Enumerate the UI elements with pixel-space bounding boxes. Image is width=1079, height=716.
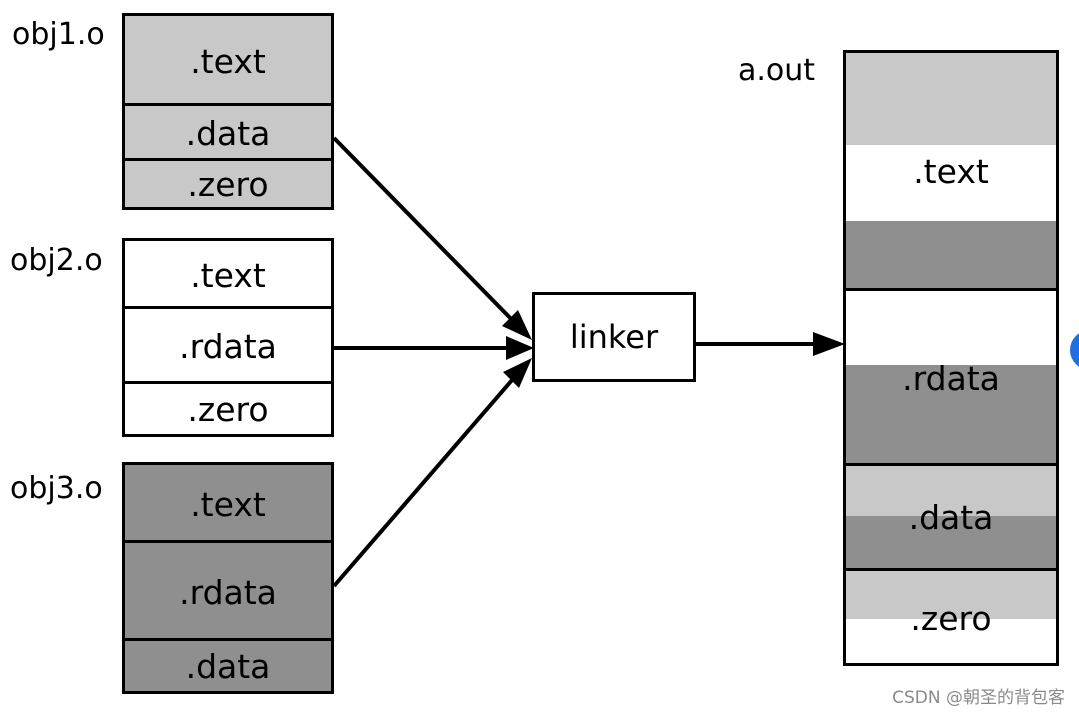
arrow-obj3-to-linker [332, 370, 521, 588]
aout-box: .text .rdata .data .zero [843, 50, 1059, 666]
aout-divider-1 [846, 288, 1056, 291]
aout-text-band-obj1 [846, 53, 1056, 145]
aout-text-band-obj3 [846, 221, 1056, 289]
aout-divider-3 [846, 568, 1056, 571]
aout-rdata-band-obj3 [846, 365, 1056, 464]
obj1-label: obj1.o [12, 17, 105, 52]
arrow-obj1-to-linker [332, 136, 521, 329]
obj1-text-label: .text [190, 41, 266, 81]
obj2-zero-label: .zero [187, 389, 269, 429]
obj2-label: obj2.o [10, 243, 103, 278]
linker-box: linker [532, 292, 696, 382]
aout-label: a.out [738, 53, 816, 88]
aout-data-label: .data [908, 498, 994, 537]
obj2-rdata-label: .rdata [179, 327, 277, 366]
obj3-data-label: .data [185, 646, 271, 686]
obj1-zero-label: .zero [187, 164, 269, 204]
aout-text-band-obj2 [846, 145, 1056, 221]
obj1-data-section: .data [125, 103, 331, 161]
obj3-label: obj3.o [10, 471, 103, 506]
obj1-box: .text .data .zero [122, 13, 334, 210]
obj3-text-label: .text [190, 484, 266, 524]
linker-label: linker [569, 318, 659, 356]
obj3-box: .text .rdata .data [122, 462, 334, 694]
aout-divider-2 [846, 463, 1056, 466]
obj1-text-section: .text [125, 16, 331, 106]
obj2-zero-section: .zero [125, 381, 331, 434]
aout-data-band-obj3 [846, 516, 1056, 568]
watermark: CSDN @朝圣的背包客 [892, 688, 1065, 708]
obj2-text-section: .text [125, 241, 331, 309]
aout-text-label: .text [913, 152, 989, 191]
floating-action-icon[interactable] [1070, 330, 1079, 370]
aout-data-band-obj1 [846, 466, 1056, 516]
aout-rdata-band-obj2 [846, 291, 1056, 365]
aout-zero-band-obj2 [846, 619, 1056, 663]
obj3-data-section: .data [125, 638, 331, 691]
obj3-text-section: .text [125, 465, 331, 543]
obj1-zero-section: .zero [125, 158, 331, 207]
arrowhead-obj1 [502, 310, 532, 340]
obj3-rdata-label: .rdata [179, 572, 277, 612]
arrowhead-obj2 [506, 336, 534, 360]
obj2-box: .text .rdata .zero [122, 238, 334, 437]
obj2-rdata-section: .rdata [125, 306, 331, 384]
arrowhead-aout [813, 332, 845, 356]
aout-rdata-label: .rdata [902, 359, 1000, 398]
aout-zero-label: .zero [910, 599, 992, 638]
obj3-rdata-section: .rdata [125, 540, 331, 641]
obj2-text-label: .text [190, 255, 266, 295]
aout-zero-band-obj1 [846, 571, 1056, 619]
arrowhead-obj3 [503, 358, 532, 388]
obj1-data-label: .data [185, 114, 271, 153]
